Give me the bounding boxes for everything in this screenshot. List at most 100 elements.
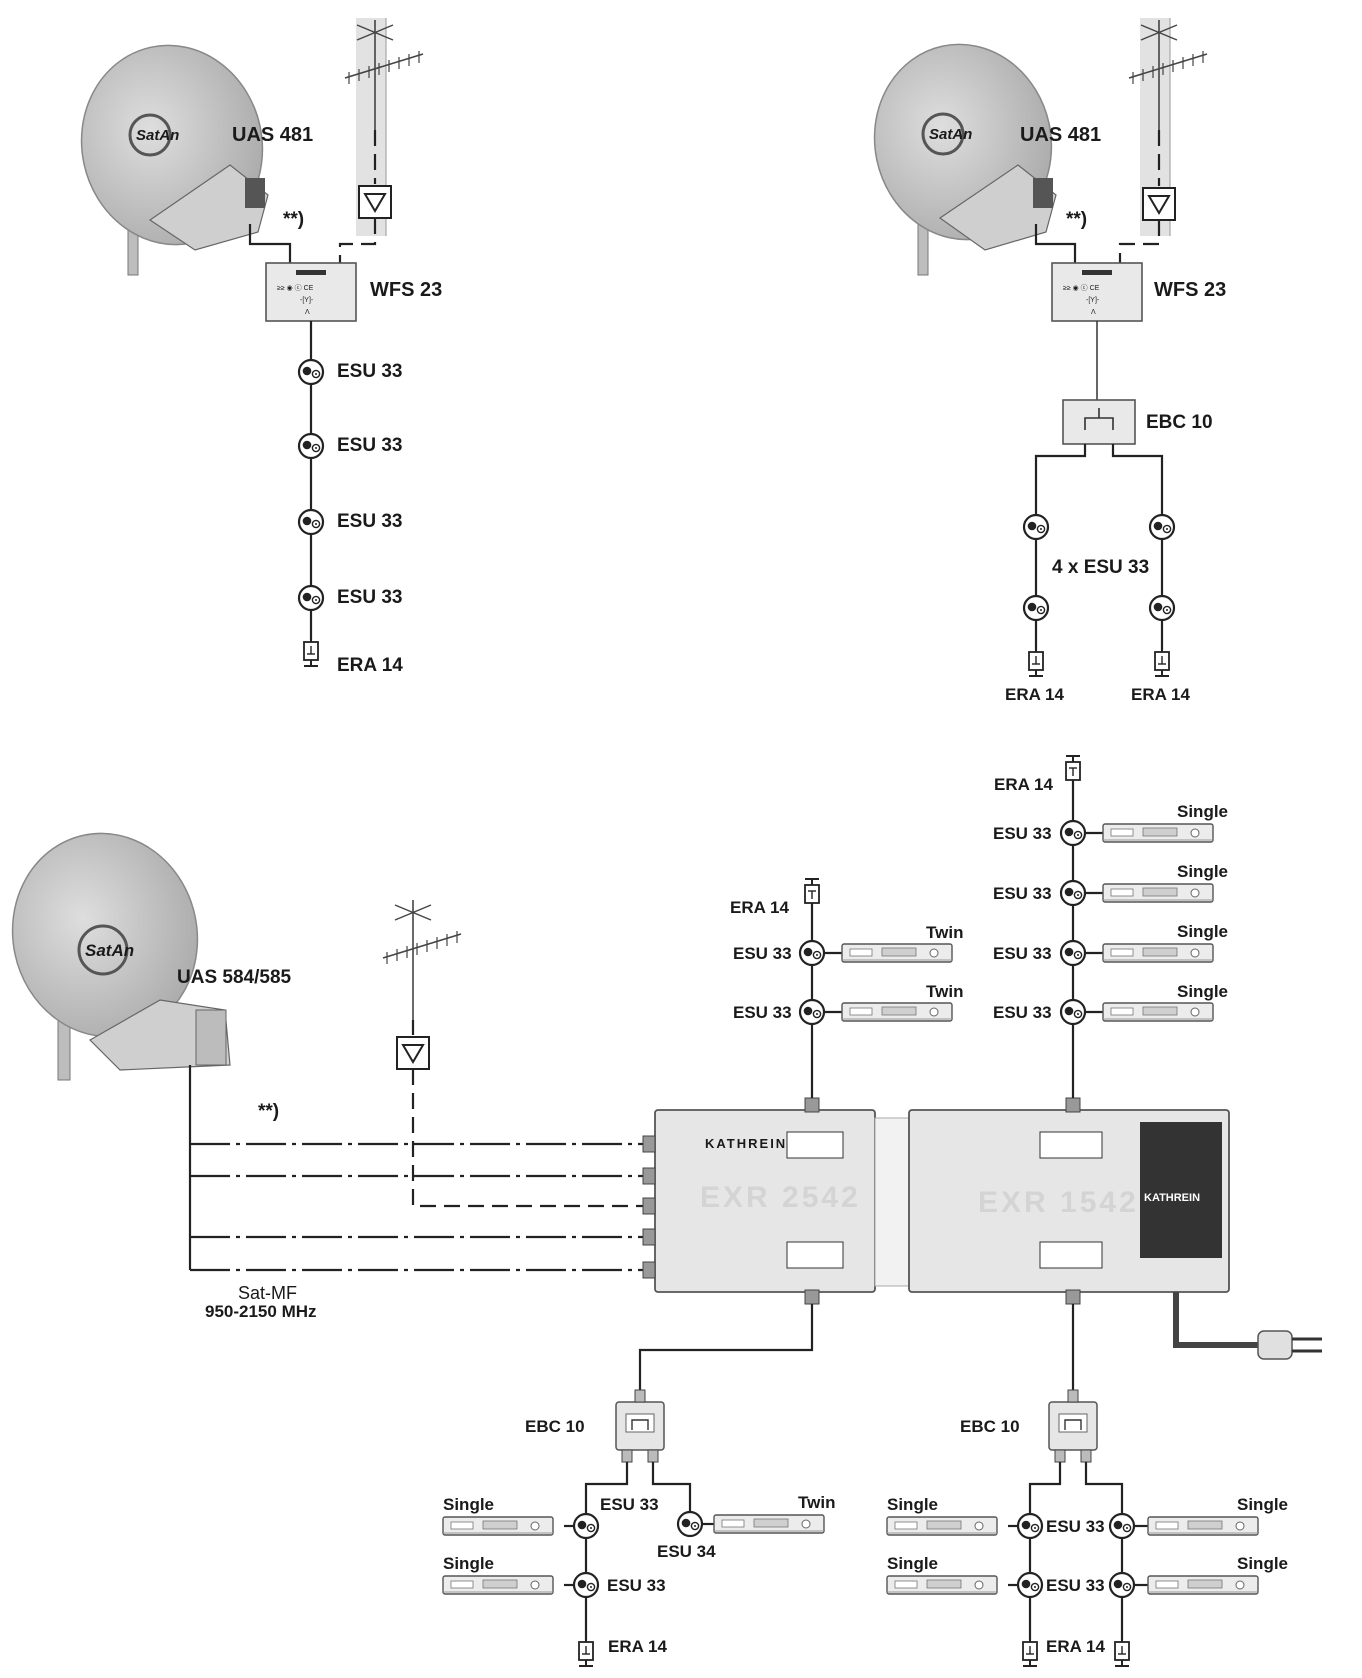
receiver-label: Twin (926, 982, 963, 1001)
terminator-icon (1154, 645, 1170, 677)
socket-label: ESU 33 (607, 1576, 666, 1595)
socket-label: ESU 33 (337, 435, 402, 456)
amplifier-triangle-icon (1142, 187, 1176, 221)
terminator-label: ERA 14 (608, 1637, 667, 1656)
socket-label: ESU 33 (993, 944, 1052, 963)
terminator-label: ERA 14 (994, 775, 1053, 794)
receiver-icon (886, 1516, 998, 1536)
wall-socket-icon (1059, 939, 1087, 967)
manufacturer-label: KATHREIN (1144, 1192, 1200, 1204)
terminator-label: ERA 14 (337, 655, 403, 676)
wall-socket-icon (572, 1512, 600, 1540)
receiver-icon (713, 1514, 825, 1534)
socket-label: ESU 33 (600, 1495, 659, 1514)
terminator-icon (303, 635, 319, 667)
svg-text:Λ: Λ (1091, 309, 1096, 316)
socket-label: ESU 33 (733, 944, 792, 963)
setup-b: SatAn UAS 481 **) ≥≥ ◉ ⓒ CE -[Y]- Λ WFS … (873, 18, 1226, 704)
splitter-icon (1048, 1389, 1098, 1463)
receiver-icon (1102, 823, 1214, 843)
diplexer-box: ≥≥ ◉ ⓒ CE -[Y]- Λ (1051, 262, 1143, 322)
wall-socket-icon (1022, 513, 1050, 541)
socket-label: ESU 33 (993, 1003, 1052, 1022)
socket-label: ESU 33 (1046, 1517, 1105, 1536)
setup-c: SatAn UAS 584/585 **) Sat-MF 950-2150 MH… (11, 755, 1322, 1667)
terminator-label: ERA 14 (1131, 685, 1190, 704)
wall-socket-icon (572, 1571, 600, 1599)
terrestrial-antenna-icon (382, 899, 462, 1021)
socket-label: ESU 33 (993, 824, 1052, 843)
dish-antenna-icon: SatAn (873, 43, 1057, 276)
setup-a: SatAn UAS 481 **) ≥≥ ◉ ⓒ CE -[Y]- Λ WFS … (80, 18, 442, 676)
svg-text:Λ: Λ (305, 309, 310, 316)
dish-label: UAS 481 (1020, 124, 1101, 146)
socket-label: ESU 34 (657, 1542, 716, 1561)
receiver-label: Single (1177, 862, 1228, 881)
receiver-label: Single (443, 1554, 494, 1573)
wall-socket-icon (1016, 1512, 1044, 1540)
receiver-label: Single (1177, 982, 1228, 1001)
wall-socket-icon (1059, 998, 1087, 1026)
manufacturer-label: KATHREIN (705, 1136, 787, 1151)
sat-if-label: Sat-MF (238, 1283, 297, 1303)
dish-logo: SatAn (929, 126, 972, 143)
wall-socket-icon (1148, 594, 1176, 622)
wall-socket-icon (676, 1510, 704, 1538)
wall-socket-icon (1108, 1571, 1136, 1599)
socket-label: ESU 33 (337, 361, 402, 382)
receiver-icon (1102, 1002, 1214, 1022)
terminator-label: ERA 14 (1005, 685, 1064, 704)
socket-label: ESU 33 (337, 587, 402, 608)
splitter-label: EBC 10 (1146, 412, 1213, 433)
dish-label: UAS 584/585 (177, 967, 292, 988)
wall-socket-icon (798, 939, 826, 967)
socket-label: ESU 33 (337, 511, 402, 532)
terminator-icon (1028, 645, 1044, 677)
note-mark: **) (283, 209, 304, 230)
dish-antenna-icon: SatAn (11, 832, 231, 1081)
socket-label: ESU 33 (993, 884, 1052, 903)
svg-text:-[Y]-: -[Y]- (1086, 297, 1100, 304)
terminator-icon (1022, 1635, 1038, 1667)
terminator-icon (1114, 1635, 1130, 1667)
wall-socket-icon (297, 358, 325, 386)
mains-plug-icon (1257, 1330, 1322, 1360)
receiver-label: Twin (798, 1493, 835, 1512)
receiver-icon (886, 1575, 998, 1595)
svg-text:≥≥ ◉ ⓒ CE: ≥≥ ◉ ⓒ CE (1063, 284, 1100, 292)
terminator-label: ERA 14 (1046, 1637, 1105, 1656)
socket-label: ESU 33 (1046, 1576, 1105, 1595)
dish-label: UAS 481 (232, 124, 313, 146)
receiver-icon (442, 1516, 554, 1536)
receiver-icon (1102, 943, 1214, 963)
band-label: 950-2150 MHz (205, 1302, 317, 1321)
multiswitch-box: KATHREIN EXR 2542 (642, 1097, 876, 1305)
wall-socket-icon (1059, 879, 1087, 907)
diplexer-label: WFS 23 (370, 279, 442, 301)
terminator-icon (804, 878, 820, 910)
wall-socket-icon (1016, 1571, 1044, 1599)
wall-socket-icon (1108, 1512, 1136, 1540)
wall-socket-icon (297, 432, 325, 460)
receiver-label: Single (1177, 922, 1228, 941)
terminator-icon (1065, 755, 1081, 787)
multiswitch-box: EXR 1542 KATHREIN (908, 1097, 1230, 1305)
wall-socket-icon (798, 998, 826, 1026)
terminator-label: ERA 14 (730, 898, 789, 917)
receiver-icon (841, 943, 953, 963)
receiver-icon (1147, 1575, 1259, 1595)
dish-antenna-icon: SatAn (80, 44, 269, 276)
socket-label: ESU 33 (733, 1003, 792, 1022)
wall-socket-icon (1148, 513, 1176, 541)
svg-text:≥≥ ◉ ⓒ CE: ≥≥ ◉ ⓒ CE (277, 284, 314, 292)
note-mark: **) (1066, 209, 1087, 230)
diplexer-label: WFS 23 (1154, 279, 1226, 301)
receiver-label: Twin (926, 923, 963, 942)
diplexer-box: ≥≥ ◉ ⓒ CE -[Y]- Λ (265, 262, 357, 322)
splitter-label: EBC 10 (960, 1417, 1020, 1436)
splitter-box (1062, 399, 1136, 445)
receiver-label: Single (887, 1554, 938, 1573)
dish-logo: SatAn (136, 127, 179, 144)
receiver-label: Single (1177, 802, 1228, 821)
